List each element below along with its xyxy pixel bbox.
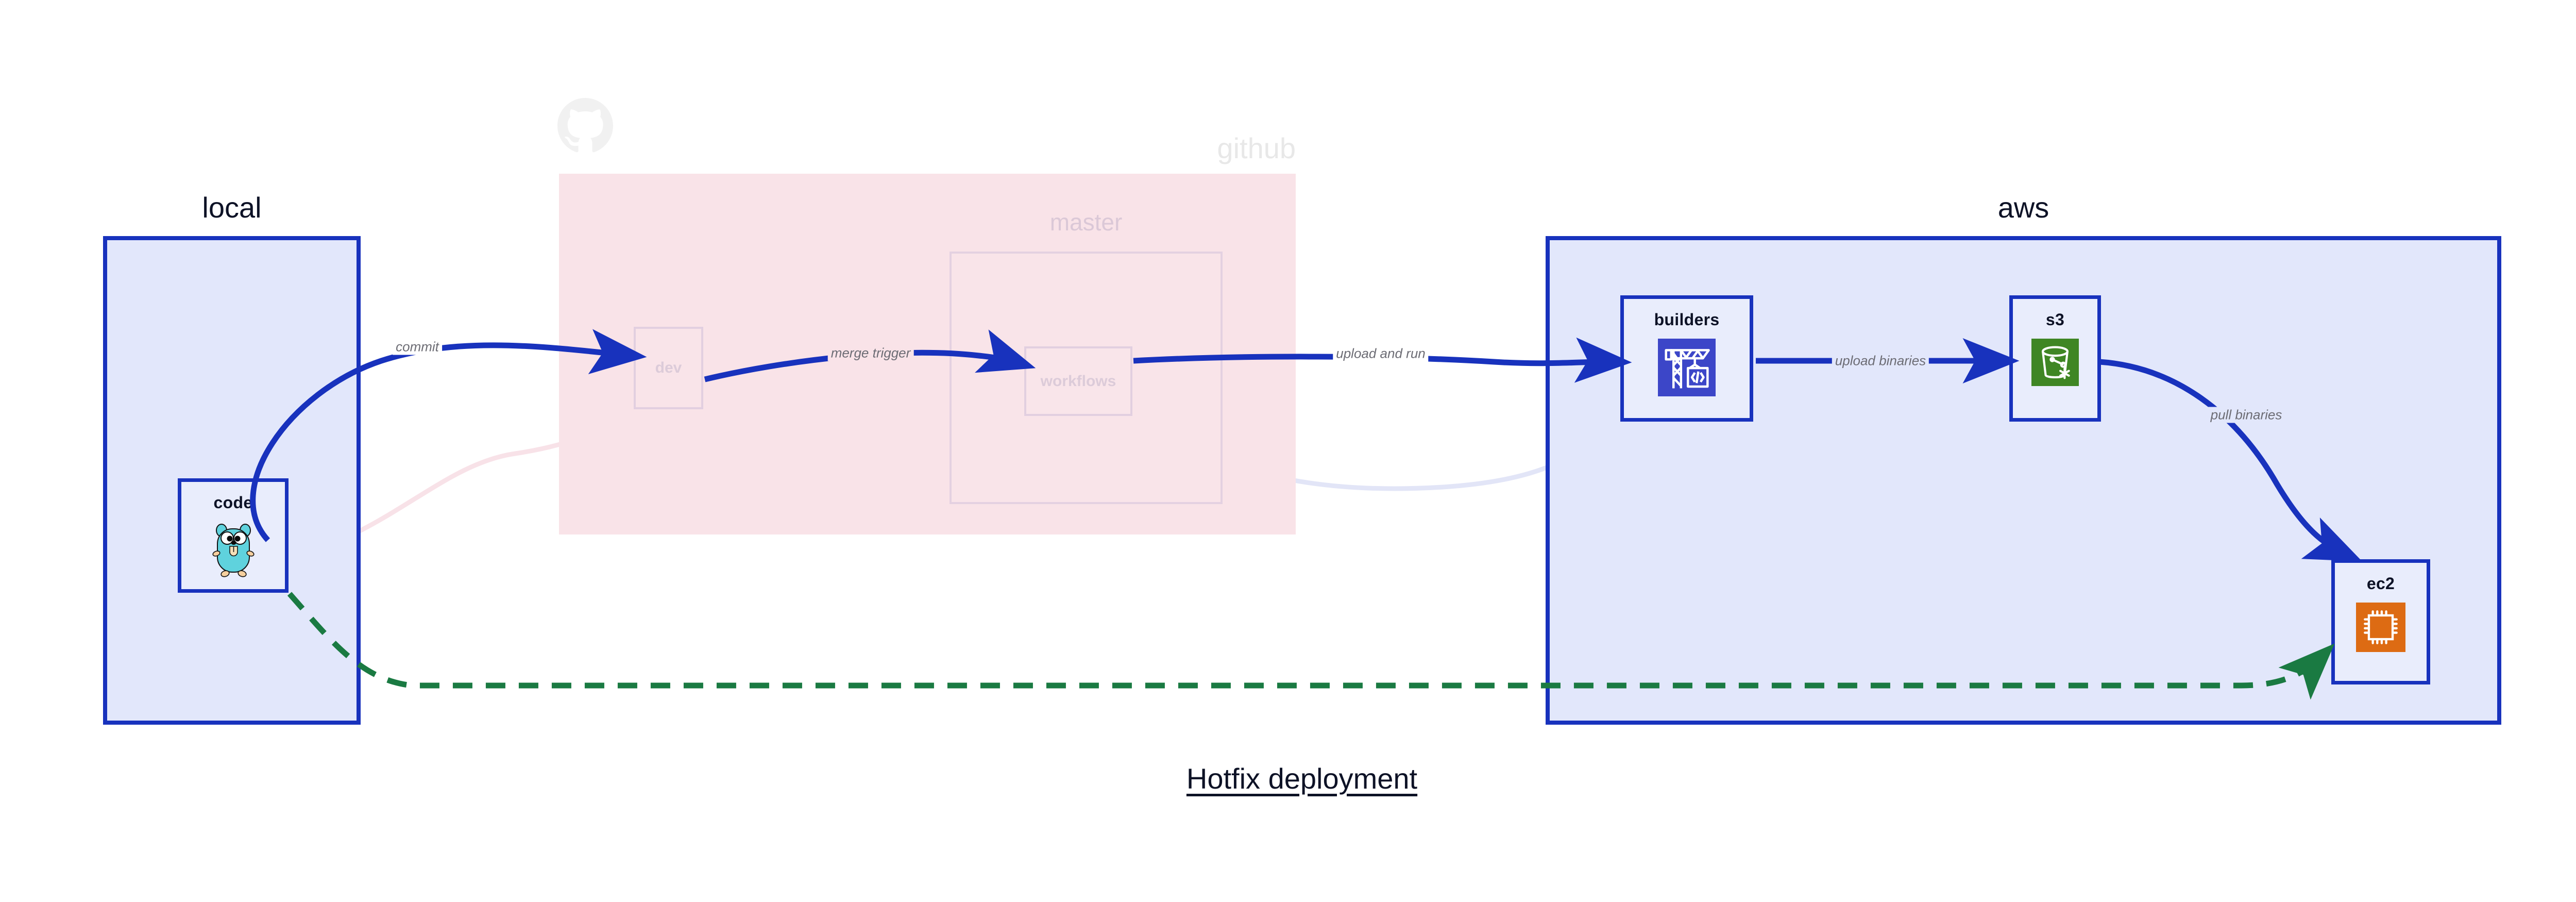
edge-label-pull-binaries: pull binaries [2207,407,2285,423]
node-master-label: master [1049,209,1123,236]
edge-label-commit: commit [393,339,442,355]
edge-label-upload-binaries: upload binaries [1832,353,1929,369]
node-dev-label: dev [655,359,682,376]
github-octocat-icon [557,98,613,153]
zone-title-local: local [202,191,262,224]
aws-s3-bucket-icon [2031,339,2079,386]
node-builders-label: builders [1654,310,1720,329]
node-workflows[interactable]: workflows [1024,346,1132,416]
zone-title-aws: aws [1997,191,2049,224]
zone-title-github: github [1217,132,1296,164]
node-dev[interactable]: dev [634,327,703,409]
node-s3[interactable]: s3 [2009,295,2101,422]
node-builders[interactable]: builders [1620,295,1753,422]
node-code[interactable]: code [178,478,289,593]
go-gopher-icon [212,524,255,577]
node-code-label: code [213,493,253,512]
node-ec2-label: ec2 [2366,574,2395,593]
edge-label-upload-and-run: upload and run [1333,345,1429,362]
edge-label-merge-trigger: merge trigger [827,345,914,361]
aws-codebuild-icon [1658,339,1716,396]
node-s3-label: s3 [2045,310,2065,329]
aws-ec2-chip-icon [2356,603,2405,652]
node-ec2[interactable]: ec2 [2331,559,2430,684]
node-workflows-label: workflows [1040,372,1116,390]
diagram-caption: Hotfix deployment [1186,762,1418,795]
